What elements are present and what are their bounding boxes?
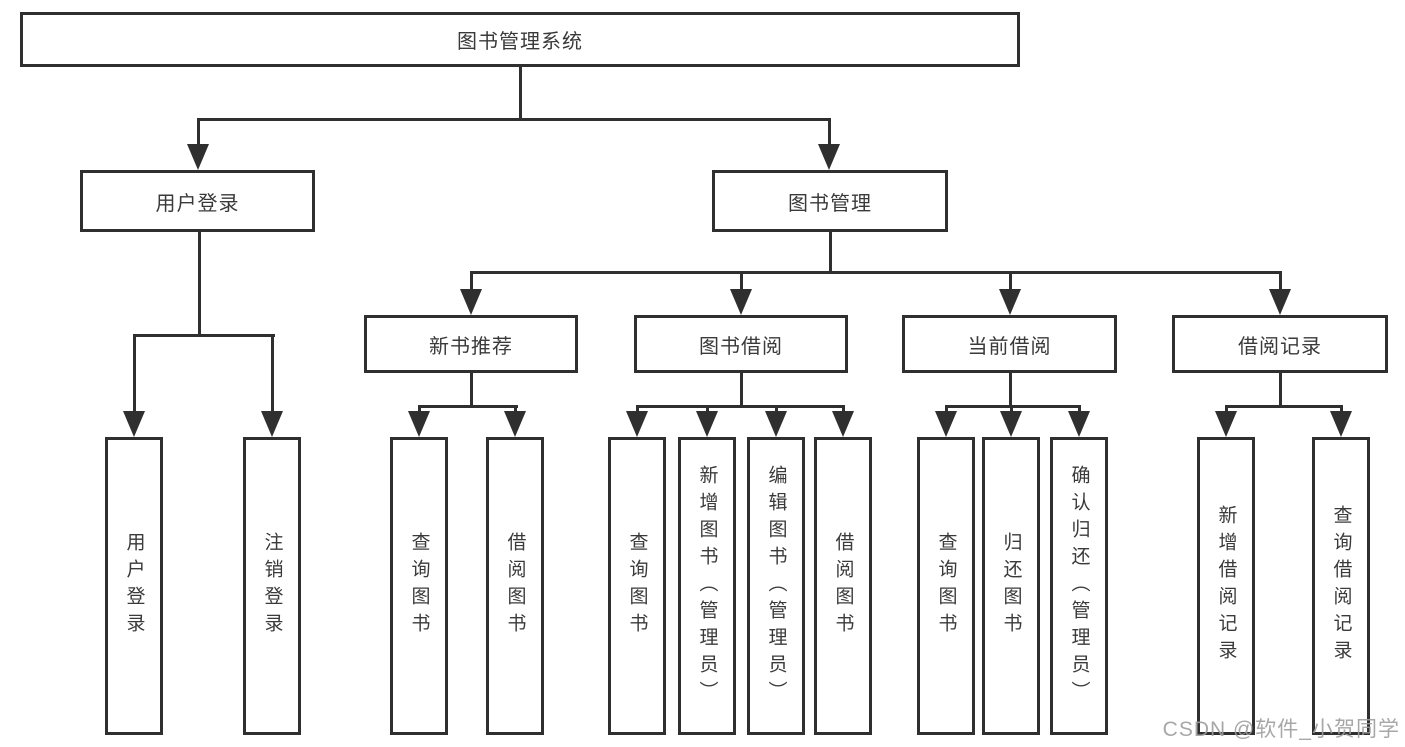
node-library-management-system: 图书管理系统	[20, 12, 1020, 67]
arrow-down-icon	[935, 411, 957, 437]
connector-drop	[775, 405, 778, 415]
node-leaf-query-books-current: 查询图书	[917, 437, 975, 735]
node-leaf-borrow-books-recommend: 借阅图书	[486, 437, 544, 735]
connector-drop	[418, 405, 421, 415]
node-label: 确认归还（管理员）	[1068, 464, 1090, 708]
node-leaf-add-borrow-record: 新增借阅记录	[1197, 437, 1255, 735]
connector-drop	[842, 405, 845, 415]
node-label: 新书推荐	[429, 335, 513, 358]
connector-borrow-records-bar	[1225, 405, 1343, 408]
node-label: 借阅图书	[504, 532, 526, 640]
connector-borrow-records-stem	[1279, 373, 1282, 408]
node-borrowing-records: 借阅记录	[1172, 315, 1388, 373]
connector-drop-book-management	[828, 118, 831, 146]
connector-new-book-bar	[418, 405, 518, 408]
watermark: CSDN @软件_小贺同学	[1162, 718, 1400, 741]
connector-root-bar	[197, 118, 831, 121]
arrow-down-icon	[696, 411, 718, 437]
connector-book-borrow-bar	[636, 405, 844, 408]
node-label: 新增图书（管理员）	[696, 464, 718, 708]
connector-current-borrow-stem	[1009, 373, 1012, 408]
node-label: 编辑图书（管理员）	[765, 464, 787, 708]
node-leaf-return-book: 归还图书	[982, 437, 1040, 735]
arrow-down-icon	[730, 289, 752, 315]
connector-user-login-stem	[198, 232, 201, 336]
arrow-down-icon	[261, 411, 283, 437]
connector-book-management-bar	[470, 271, 1282, 274]
node-label: 注销登录	[261, 532, 283, 640]
connector-book-borrow-stem	[740, 373, 743, 408]
connector-drop	[514, 405, 517, 415]
connector-drop	[706, 405, 709, 415]
arrow-down-icon	[460, 289, 482, 315]
connector-drop	[470, 271, 473, 291]
connector-drop	[1340, 405, 1343, 415]
arrow-down-icon	[1215, 411, 1237, 437]
node-new-book-recommend: 新书推荐	[364, 315, 578, 373]
node-leaf-add-book-admin: 新增图书（管理员）	[678, 437, 736, 735]
node-label: 用户登录	[123, 532, 145, 640]
arrow-down-icon	[1068, 411, 1090, 437]
node-current-borrowing: 当前借阅	[902, 315, 1117, 373]
arrow-down-icon	[408, 411, 430, 437]
arrow-down-icon	[832, 411, 854, 437]
connector-drop	[1225, 405, 1228, 415]
node-label: 借阅记录	[1238, 335, 1322, 358]
node-label: 用户登录	[155, 192, 240, 215]
connector-drop	[1078, 405, 1081, 415]
node-leaf-query-books-recommend: 查询图书	[390, 437, 448, 735]
connector-current-borrow-bar	[945, 405, 1081, 408]
connector-drop	[271, 334, 274, 413]
arrow-down-icon	[765, 411, 787, 437]
arrow-down-icon	[187, 144, 209, 170]
arrow-down-icon	[818, 144, 840, 170]
node-leaf-confirm-return-admin: 确认归还（管理员）	[1050, 437, 1108, 735]
connector-user-login-bar	[133, 334, 275, 337]
arrow-down-icon	[1269, 289, 1291, 315]
connector-drop	[1009, 271, 1012, 291]
connector-drop	[1010, 405, 1013, 415]
node-leaf-user-login: 用户登录	[105, 437, 163, 735]
connector-drop	[945, 405, 948, 415]
node-book-borrowing: 图书借阅	[634, 315, 848, 373]
arrow-down-icon	[1330, 411, 1352, 437]
node-label: 新增借阅记录	[1215, 505, 1237, 667]
node-label: 图书管理	[788, 192, 872, 215]
connector-root-stem	[519, 67, 522, 120]
node-leaf-query-borrow-record: 查询借阅记录	[1312, 437, 1370, 735]
node-label: 归还图书	[1000, 532, 1022, 640]
connector-drop	[636, 405, 639, 415]
node-label: 查询图书	[408, 532, 430, 640]
node-label: 查询借阅记录	[1330, 505, 1352, 667]
node-label: 图书借阅	[699, 335, 783, 358]
connector-drop	[133, 334, 136, 413]
arrow-down-icon	[999, 289, 1021, 315]
connector-book-management-stem	[829, 232, 832, 274]
node-label: 查询图书	[935, 532, 957, 640]
connector-new-book-stem	[470, 373, 473, 408]
node-book-management: 图书管理	[712, 170, 948, 232]
node-user-login: 用户登录	[80, 170, 315, 232]
node-label: 当前借阅	[967, 335, 1052, 358]
arrow-down-icon	[504, 411, 526, 437]
connector-drop	[740, 271, 743, 291]
connector-drop-user-login	[197, 118, 200, 146]
node-leaf-logout: 注销登录	[243, 437, 301, 735]
node-label: 查询图书	[626, 532, 648, 640]
node-label: 图书管理系统	[457, 31, 583, 53]
arrow-down-icon	[123, 411, 145, 437]
arrow-down-icon	[626, 411, 648, 437]
connector-drop	[1279, 271, 1282, 291]
arrow-down-icon	[1000, 411, 1022, 437]
node-leaf-query-books-borrowing: 查询图书	[608, 437, 666, 735]
node-leaf-borrow-books-borrowing: 借阅图书	[814, 437, 872, 735]
node-leaf-edit-book-admin: 编辑图书（管理员）	[747, 437, 805, 735]
node-label: 借阅图书	[832, 532, 854, 640]
